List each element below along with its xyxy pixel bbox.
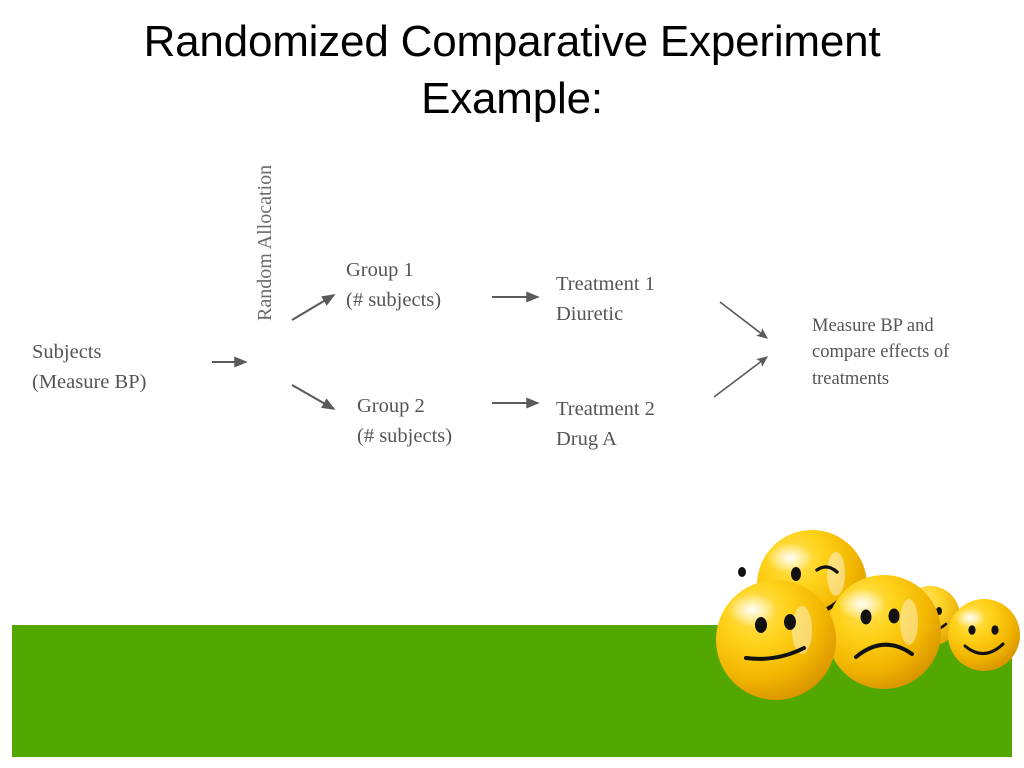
flow-node-random-allocation: Random Allocation <box>254 164 276 321</box>
smiley-ball-smirk <box>716 567 836 700</box>
smiley-ball-frown <box>827 575 941 689</box>
page-title: Randomized Comparative Experiment Exampl… <box>143 17 881 123</box>
arrow-treatment-2-to-measure <box>713 356 769 398</box>
flow-node-treatment-1: Treatment 1 Diuretic <box>556 273 655 325</box>
arrow-allocation-to-group-1 <box>291 294 336 321</box>
flow-node-measure-and-compare: Measure BP and compare effects of treatm… <box>812 316 950 389</box>
flow-node-group-1: Group 1 (# subjects) <box>346 259 442 311</box>
arrow-allocation-to-group-2 <box>291 384 336 410</box>
smiley-ball-small-smile-2 <box>948 599 1020 671</box>
smiley-ball-cluster <box>704 512 1024 704</box>
smiley-cluster-image <box>704 530 1020 704</box>
flow-node-subjects: Subjects (Measure BP) <box>32 341 147 393</box>
flow-node-treatment-2: Treatment 2 Drug A <box>556 398 655 450</box>
arrow-treatment-1-to-measure <box>719 301 769 339</box>
flow-node-group-2: Group 2 (# subjects) <box>357 395 453 447</box>
